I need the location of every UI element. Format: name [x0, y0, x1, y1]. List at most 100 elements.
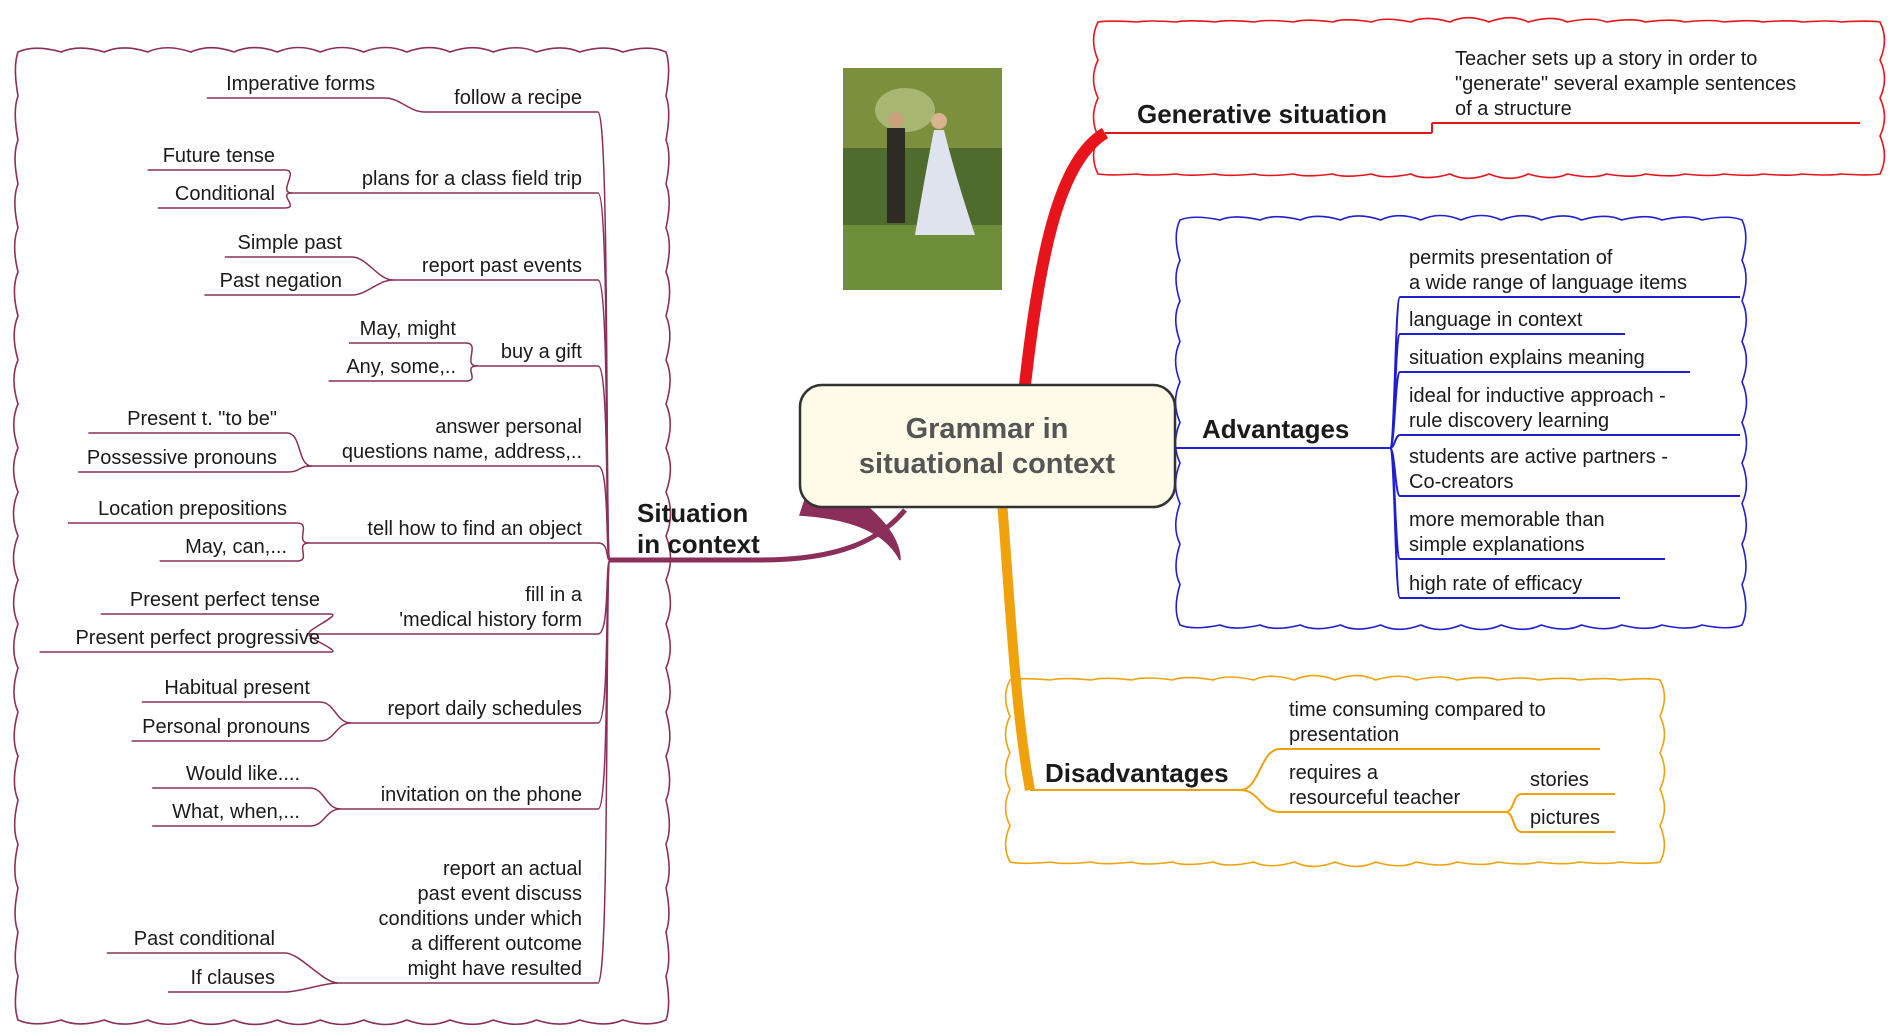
disadvantages-item-label: time consuming compared to: [1289, 699, 1546, 721]
disadvantages-sub-label: pictures: [1530, 807, 1600, 829]
situation-sub-label: Would like....: [186, 763, 300, 785]
situation-sub-label: Present t. "to be": [127, 408, 277, 430]
painting-woman-dress: [915, 130, 975, 235]
situation-sub-connector: [286, 432, 313, 467]
painting-man: [887, 128, 905, 223]
painting-image: [843, 68, 1002, 290]
advantages-title: Advantages: [1202, 414, 1349, 444]
generative-cloud: [1092, 16, 1886, 180]
situation-sub-connector: [384, 97, 425, 113]
situation-branch: [610, 508, 907, 563]
situation-sub-connector: [286, 465, 313, 473]
advantages-item-label: a wide range of language items: [1409, 272, 1687, 294]
situation-item-label: questions name, address,..: [342, 441, 582, 463]
situation-sub-label: Simple past: [238, 232, 343, 254]
disadvantages-title: Disadvantages: [1045, 758, 1229, 788]
situation-sub-label: Possessive pronouns: [87, 447, 277, 469]
situation-connector: [597, 542, 611, 561]
disadvantages-item-label: resourceful teacher: [1289, 787, 1461, 809]
situation-item-label: conditions under which: [379, 908, 582, 930]
central-node[interactable]: [798, 383, 1177, 509]
advantages-item-label: students are active partners -: [1409, 446, 1668, 468]
situation-sub-connector: [319, 701, 352, 724]
advantages-item-label: rule discovery learning: [1409, 410, 1609, 432]
advantages-item-label: Co-creators: [1409, 471, 1513, 493]
situation-sub-connector: [296, 522, 310, 544]
advantages-cloud: [1174, 214, 1748, 631]
advantages-item-label: simple explanations: [1409, 534, 1585, 556]
generative-desc-line: Teacher sets up a story in order to: [1455, 48, 1757, 70]
situation-cloud: [12, 46, 672, 1026]
situation-sub-connector: [319, 722, 352, 742]
situation-sub-connector: [465, 342, 478, 367]
situation-item-label: report an actual: [443, 858, 582, 880]
situation-item-label: tell how to find an object: [367, 518, 582, 540]
situation-sub-label: Past negation: [220, 270, 342, 292]
advantages-item-label: high rate of efficacy: [1409, 573, 1582, 595]
situation-item-label: past event discuss: [417, 883, 582, 905]
painting-grass: [843, 225, 1002, 290]
generative-branch: [1019, 127, 1109, 386]
disadvantages-cloud: [1004, 674, 1666, 868]
situation-sub-label: Personal pronouns: [142, 716, 310, 738]
disadvantages-item-label: requires a: [1289, 762, 1379, 784]
situation-sub-label: Past conditional: [134, 928, 275, 950]
generative-desc-line: "generate" several example sentences: [1455, 73, 1796, 95]
advantages-item-label: language in context: [1409, 309, 1583, 331]
advantages-connector: [1389, 447, 1401, 599]
situation-sub-connector: [351, 256, 394, 281]
situation-sub-label: What, when,...: [172, 801, 300, 823]
disadvantages-connector: [1239, 748, 1281, 791]
disadvantages-sub-connector: [1504, 793, 1523, 813]
situation-item-label: a different outcome: [411, 933, 582, 955]
situation-item-label: buy a gift: [501, 341, 583, 363]
painting-woman-head: [931, 113, 947, 129]
situation-item-label: invitation on the phone: [381, 784, 582, 806]
situation-sub-label: Present perfect tense: [130, 589, 320, 611]
central-title-line2: situational context: [859, 448, 1116, 480]
situation-sub-connector: [284, 169, 293, 194]
situation-sub-connector: [309, 808, 341, 827]
disadvantages-sub-connector: [1504, 811, 1523, 833]
situation-sub-connector: [308, 613, 334, 635]
situation-sub-label: Future tense: [163, 145, 275, 167]
situation-sub-label: May, might: [360, 318, 457, 340]
situation-sub-label: Conditional: [175, 183, 275, 205]
situation-sub-connector: [309, 787, 341, 810]
disadvantages-item-label: presentation: [1289, 724, 1399, 746]
painting-light: [875, 88, 935, 132]
situation-title-line2: in context: [637, 529, 760, 559]
situation-sub-label: If clauses: [191, 967, 275, 989]
painting-man-head: [888, 112, 904, 128]
advantages-item-label: ideal for inductive approach -: [1409, 385, 1666, 407]
advantages-item-label: situation explains meaning: [1409, 347, 1645, 369]
situation-sub-label: Location prepositions: [98, 498, 287, 520]
disadvantages-sub-label: stories: [1530, 769, 1589, 791]
disadvantages-connector: [1239, 789, 1281, 813]
situation-item-label: might have resulted: [407, 958, 582, 980]
situation-sub-connector: [284, 952, 339, 984]
advantages-item-label: permits presentation of: [1409, 247, 1613, 269]
situation-sub-label: Habitual present: [164, 677, 310, 699]
situation-item-label: report past events: [422, 255, 582, 277]
advantages-item-label: more memorable than: [1409, 509, 1605, 531]
situation-item-label: fill in a: [525, 584, 583, 606]
situation-sub-label: Present perfect progressive: [75, 627, 320, 649]
situation-item-label: report daily schedules: [387, 698, 582, 720]
situation-item-label: plans for a class field trip: [362, 168, 582, 190]
situation-sub-connector: [465, 365, 478, 382]
situation-sub-label: Imperative forms: [226, 73, 375, 95]
situation-item-label: follow a recipe: [454, 87, 582, 109]
situation-sub-label: May, can,...: [185, 536, 287, 558]
generative-title: Generative situation: [1137, 99, 1387, 129]
situation-connector: [597, 559, 611, 984]
situation-sub-label: Any, some,..: [346, 356, 456, 378]
situation-sub-connector: [284, 982, 339, 993]
situation-connector: [597, 465, 611, 561]
generative-desc-line: of a structure: [1455, 98, 1572, 120]
situation-item-label: 'medical history form: [399, 609, 582, 631]
situation-sub-connector: [351, 279, 394, 296]
situation-item-label: answer personal: [435, 416, 582, 438]
central-title-line1: Grammar in: [906, 413, 1069, 445]
